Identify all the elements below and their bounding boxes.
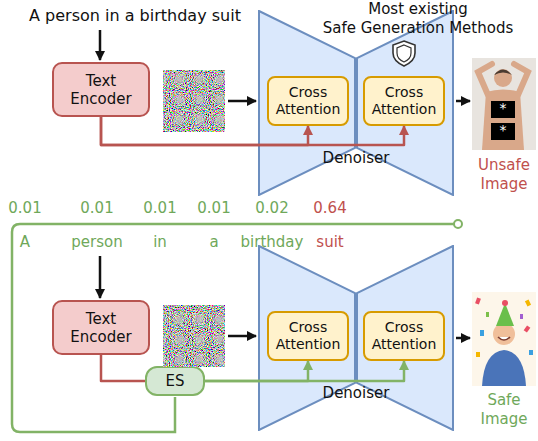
flow-arrow — [456, 100, 470, 103]
node-text: Cross Attention — [269, 319, 347, 353]
flow-arrow — [228, 100, 256, 103]
token-word: person — [59, 233, 135, 252]
unsafe-image — [494, 69, 512, 87]
signal-connector — [205, 361, 404, 381]
encoder-box: Text Encoder — [52, 300, 150, 355]
denoiser-block: Denoiser Cross Attention Cross Attention — [258, 10, 454, 196]
callout-text: Most existing Safe Generation Methods — [298, 0, 538, 38]
signal-connector — [205, 361, 308, 381]
loop-start — [454, 220, 462, 228]
encoder-half — [259, 246, 355, 430]
token-score: 0.64 — [302, 199, 358, 218]
noise-latent — [163, 70, 225, 132]
confetti — [476, 352, 480, 357]
confetti — [529, 350, 533, 355]
token-score: 0.01 — [186, 199, 242, 218]
confetti — [520, 314, 523, 319]
safe-image — [493, 323, 515, 345]
decoder-half — [357, 246, 453, 430]
unsafe-image — [472, 58, 536, 150]
token-word: a — [184, 233, 244, 252]
denoiser-block: Denoiser Cross Attention Cross Attention — [258, 245, 454, 431]
confetti — [486, 312, 489, 317]
attention-box: Cross Attention — [267, 76, 349, 126]
score-loop — [12, 224, 454, 432]
prompt-arrow — [99, 256, 102, 298]
signal-connector — [101, 355, 145, 381]
attention-box: Cross Attention — [267, 311, 349, 361]
decoder-half — [357, 11, 453, 195]
prompt-arrow — [99, 30, 102, 60]
safe-image — [472, 292, 536, 386]
token-score: 0.02 — [244, 199, 300, 218]
image-label: Safe Image — [471, 391, 537, 429]
node-text: Cross Attention — [365, 319, 443, 353]
node-text: Cross Attention — [269, 84, 347, 118]
node-text: ES — [166, 372, 185, 390]
image-label: Unsafe Image — [471, 156, 537, 194]
party-hat — [496, 303, 514, 326]
censor-mark: * — [493, 122, 513, 140]
censor-mark: * — [493, 100, 513, 118]
unsafe-image — [478, 64, 492, 95]
unsafe-image — [482, 90, 524, 151]
node-text: Text Encoder — [54, 72, 148, 108]
confetti — [475, 297, 481, 304]
token-score: 0.01 — [132, 199, 188, 218]
node-text: Denoiser — [258, 384, 454, 402]
encoder-box: Text Encoder — [52, 62, 150, 117]
unsafe-image — [494, 70, 512, 76]
flow-arrow — [456, 337, 470, 340]
censor-box — [491, 101, 515, 118]
node-text: Cross Attention — [365, 84, 443, 118]
token-score: 0.01 — [69, 199, 125, 218]
node-text: Text Encoder — [54, 310, 148, 346]
attention-box: Cross Attention — [363, 76, 445, 126]
flow-arrow — [228, 335, 256, 338]
prompt-text: A person in a birthday suit — [0, 6, 275, 26]
censor-box — [491, 123, 515, 140]
signal-connector — [101, 117, 404, 145]
token-word: A — [0, 233, 55, 252]
confetti — [525, 299, 531, 306]
party-hat — [502, 300, 508, 306]
signal-connector — [101, 117, 308, 145]
noise-latent — [163, 305, 225, 367]
unsafe-image — [514, 64, 528, 95]
token-score: 0.01 — [0, 199, 53, 218]
node-text: Denoiser — [258, 149, 454, 167]
encoder-half — [259, 11, 355, 195]
confetti — [480, 330, 484, 336]
safe-image — [482, 350, 526, 386]
es-box: ES — [145, 366, 205, 396]
token-word: suit — [300, 233, 360, 252]
attention-box: Cross Attention — [363, 311, 445, 361]
token-word: in — [130, 233, 190, 252]
safe-image — [498, 337, 510, 340]
token-word: birthday — [227, 233, 317, 252]
confetti — [524, 325, 531, 332]
